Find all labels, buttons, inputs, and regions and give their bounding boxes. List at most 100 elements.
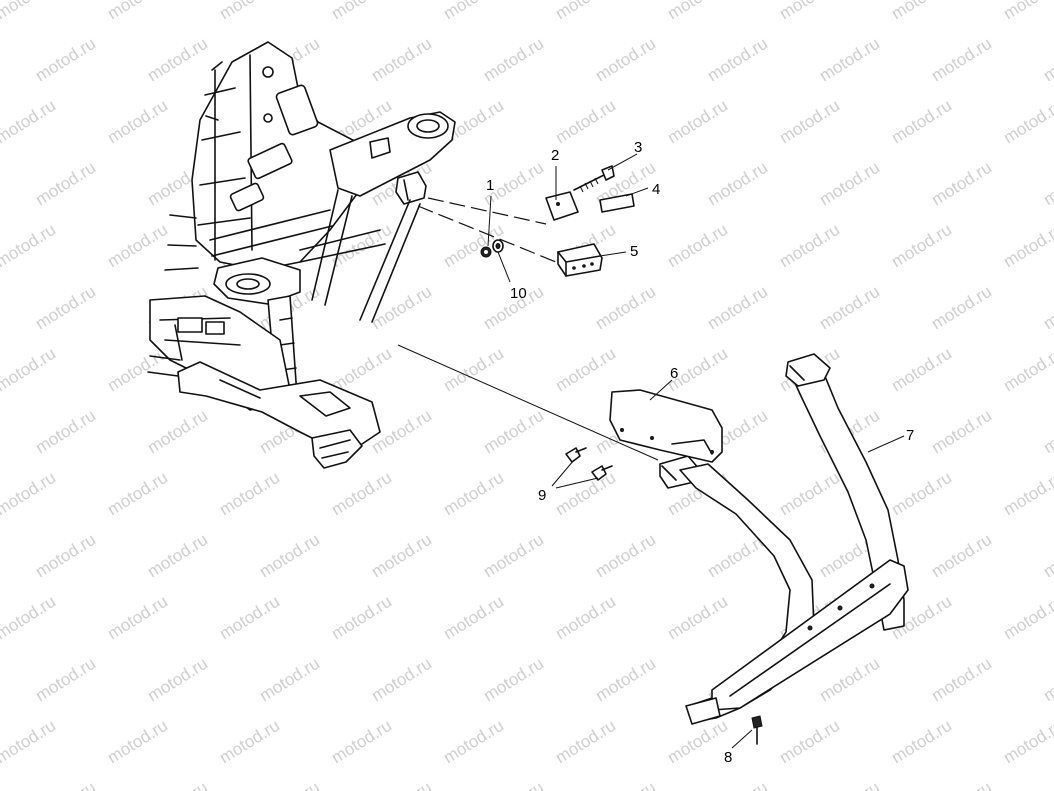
watermark-text: motod.ru — [480, 34, 547, 86]
callout-2: 2 — [551, 147, 559, 164]
watermark-text: motod.ru — [776, 220, 843, 272]
watermark-text: motod.ru — [552, 468, 619, 520]
watermark-text: motod.ru — [480, 654, 547, 706]
watermark-text: motod.ru — [928, 654, 995, 706]
hardware-group — [480, 165, 635, 277]
watermark-text: motod.ru — [816, 34, 883, 86]
watermark-text: motod.ru — [592, 34, 659, 86]
watermark-text: motod.ru — [144, 778, 211, 791]
watermark-text: motod.ru — [0, 716, 59, 768]
watermark-text: motod.ru — [0, 220, 59, 272]
watermark-text: motod.ru — [328, 220, 395, 272]
watermark-text: motod.ru — [480, 778, 547, 791]
watermark-text: motod.ru — [32, 654, 99, 706]
watermark-text: motod.ru — [104, 592, 171, 644]
watermark-text: motod.ru — [552, 344, 619, 396]
watermark-text: motod.ru — [1040, 530, 1054, 582]
callout-4: 4 — [652, 181, 660, 198]
callout-9: 9 — [538, 487, 546, 504]
watermark-text: motod.ru — [1040, 406, 1054, 458]
watermark-text: motod.ru — [1040, 158, 1054, 210]
watermark-text: motod.ru — [664, 716, 731, 768]
callout-1: 1 — [486, 177, 494, 194]
watermark-text: motod.ru — [144, 406, 211, 458]
watermark-text: motod.ru — [1040, 282, 1054, 334]
watermark-text: motod.ru — [32, 778, 99, 791]
watermark-text: motod.ru — [664, 592, 731, 644]
callout-6: 6 — [670, 365, 678, 382]
assembly-line-upper — [427, 197, 547, 225]
watermark-text: motod.ru — [104, 96, 171, 148]
watermark-text: motod.ru — [928, 158, 995, 210]
watermark-text: motod.ru — [1000, 716, 1054, 768]
watermark-text: motod.ru — [480, 530, 547, 582]
watermark-text: motod.ru — [592, 282, 659, 334]
watermark-text: motod.ru — [0, 468, 59, 520]
watermark-text: motod.ru — [328, 592, 395, 644]
watermark-text: motod.ru — [1000, 592, 1054, 644]
watermark-text: motod.ru — [0, 0, 59, 23]
watermark-text: motod.ru — [216, 716, 283, 768]
watermark-text: motod.ru — [1000, 0, 1054, 23]
watermark-text: motod.ru — [328, 0, 395, 23]
watermark-text: motod.ru — [664, 0, 731, 23]
watermark-text: motod.ru — [592, 530, 659, 582]
watermark-text: motod.ru — [816, 282, 883, 334]
assembly-line-bumper — [397, 344, 659, 461]
watermark-text: motod.ru — [256, 778, 323, 791]
watermark-text: motod.ru — [1000, 220, 1054, 272]
callout-5: 5 — [630, 243, 638, 260]
watermark-text: motod.ru — [1000, 96, 1054, 148]
watermark-text: motod.ru — [144, 530, 211, 582]
watermark-text: motod.ru — [368, 34, 435, 86]
watermark-text: motod.ru — [0, 592, 59, 644]
watermark-text: motod.ru — [1000, 468, 1054, 520]
watermark-text: motod.ru — [704, 34, 771, 86]
bumper-rear-tube — [789, 363, 905, 631]
watermark-text: motod.ru — [104, 0, 171, 23]
watermark-text: motod.ru — [440, 468, 507, 520]
watermark-text: motod.ru — [32, 282, 99, 334]
watermark-text: motod.ru — [440, 716, 507, 768]
bumper-assembly — [659, 353, 909, 725]
watermark-text: motod.ru — [0, 344, 59, 396]
watermark-text: motod.ru — [664, 96, 731, 148]
watermark-text: motod.ru — [0, 96, 59, 148]
watermark-text: motod.ru — [592, 654, 659, 706]
frame-front-bracket — [395, 171, 427, 205]
watermark-text: motod.ru — [104, 468, 171, 520]
watermark-text: motod.ru — [216, 0, 283, 23]
watermark-text: motod.ru — [552, 592, 619, 644]
frame-nose — [311, 429, 363, 469]
assembly-line-lower — [417, 205, 557, 263]
callout-10: 10 — [510, 285, 527, 302]
watermark-text: motod.ru — [368, 530, 435, 582]
watermark-text: motod.ru — [776, 468, 843, 520]
watermark-text: motod.ru — [888, 96, 955, 148]
watermark-text: motod.ru — [328, 716, 395, 768]
watermark-text: motod.ru — [552, 96, 619, 148]
watermark-text: motod.ru — [888, 468, 955, 520]
frame-assembly — [147, 41, 456, 469]
watermark-text: motod.ru — [1000, 344, 1054, 396]
watermark-text: motod.ru — [928, 34, 995, 86]
watermark-text: motod.ru — [816, 654, 883, 706]
watermark-text: motod.ru — [32, 406, 99, 458]
watermark-text: motod.ru — [216, 592, 283, 644]
watermark-text: motod.ru — [776, 0, 843, 23]
watermark-text: motod.ru — [1040, 778, 1054, 791]
watermark-text: motod.ru — [816, 778, 883, 791]
rivets — [565, 447, 613, 481]
watermark-text: motod.ru — [32, 158, 99, 210]
watermark-text: motod.ru — [144, 654, 211, 706]
watermark-text: motod.ru — [328, 468, 395, 520]
watermark-text: motod.ru — [216, 468, 283, 520]
watermark-text: motod.ru — [552, 0, 619, 23]
watermark-text: motod.ru — [888, 716, 955, 768]
reflector-tag — [599, 193, 635, 213]
watermark-text: motod.ru — [104, 716, 171, 768]
watermark-text: motod.ru — [816, 158, 883, 210]
watermark-text: motod.ru — [552, 716, 619, 768]
